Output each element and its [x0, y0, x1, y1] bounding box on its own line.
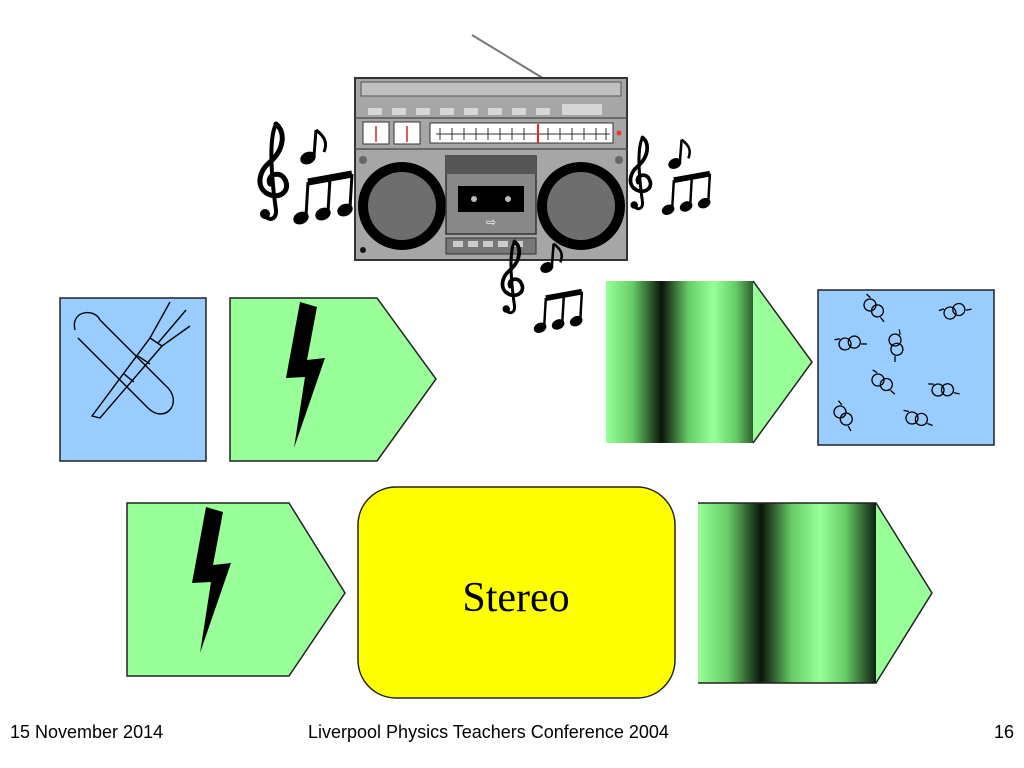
footer-date: 15 November 2014 — [10, 722, 164, 742]
stereo-label: Stereo — [462, 575, 569, 621]
sound-wave-arrow — [606, 280, 813, 444]
stereo-box: Stereo — [357, 486, 676, 699]
microphone-box — [59, 297, 207, 462]
svg-text:⇨: ⇨ — [486, 215, 496, 229]
air-molecules-box — [817, 289, 995, 446]
electrical-signal-arrow — [229, 297, 437, 462]
microphone-icon — [73, 301, 191, 419]
stereo-output-wave-arrow — [698, 502, 933, 684]
boombox-icon: ⇨ — [354, 34, 628, 261]
stereo-input-signal-arrow — [126, 502, 346, 677]
footer-page-number: 16 — [993, 722, 1014, 742]
footer-conference: Liverpool Physics Teachers Conference 20… — [308, 722, 669, 742]
